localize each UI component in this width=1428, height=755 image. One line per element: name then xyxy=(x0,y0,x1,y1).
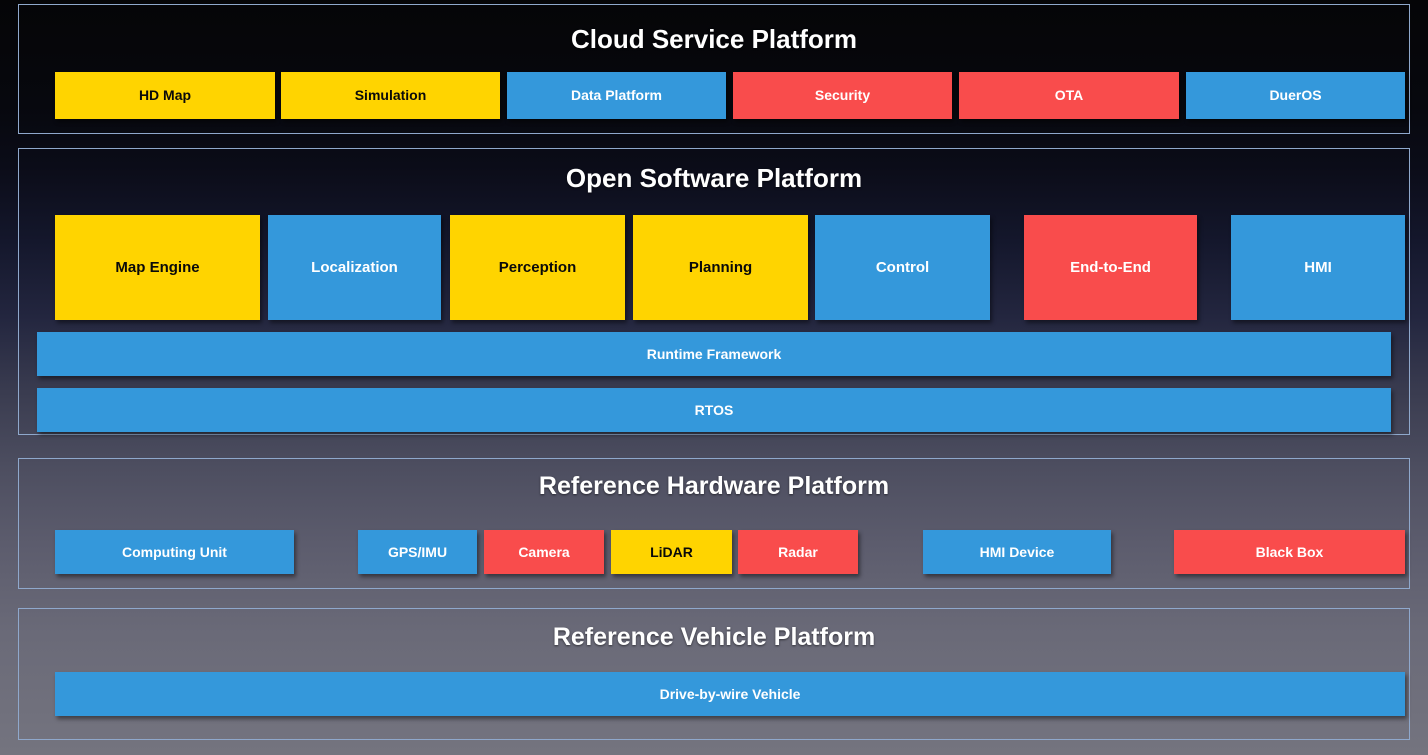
node-security[interactable]: Security xyxy=(733,72,952,119)
node-radar[interactable]: Radar xyxy=(738,530,858,574)
node-end-to-end[interactable]: End-to-End xyxy=(1024,215,1197,320)
node-perception[interactable]: Perception xyxy=(450,215,625,320)
bar-runtime-framework[interactable]: Runtime Framework xyxy=(37,332,1391,376)
node-gps-imu[interactable]: GPS/IMU xyxy=(358,530,477,574)
section-title-software: Open Software Platform xyxy=(565,163,863,193)
node-control[interactable]: Control xyxy=(815,215,990,320)
node-black-box[interactable]: Black Box xyxy=(1174,530,1405,574)
node-hmi-device[interactable]: HMI Device xyxy=(923,530,1111,574)
section-title-hardware: Reference Hardware Platform xyxy=(538,472,890,500)
node-ota[interactable]: OTA xyxy=(959,72,1179,119)
node-hmi[interactable]: HMI xyxy=(1231,215,1405,320)
section-title-cloud: Cloud Service Platform xyxy=(570,24,858,54)
node-drive-by-wire-vehicle[interactable]: Drive-by-wire Vehicle xyxy=(55,672,1405,716)
node-lidar[interactable]: LiDAR xyxy=(611,530,732,574)
node-hd-map[interactable]: HD Map xyxy=(55,72,275,119)
node-data-platform[interactable]: Data Platform xyxy=(507,72,726,119)
section-title-vehicle: Reference Vehicle Platform xyxy=(552,623,876,651)
node-computing-unit[interactable]: Computing Unit xyxy=(55,530,294,574)
node-planning[interactable]: Planning xyxy=(633,215,808,320)
node-dueros[interactable]: DuerOS xyxy=(1186,72,1405,119)
node-simulation[interactable]: Simulation xyxy=(281,72,500,119)
node-map-engine[interactable]: Map Engine xyxy=(55,215,260,320)
node-localization[interactable]: Localization xyxy=(268,215,441,320)
node-camera[interactable]: Camera xyxy=(484,530,604,574)
bar-rtos[interactable]: RTOS xyxy=(37,388,1391,432)
